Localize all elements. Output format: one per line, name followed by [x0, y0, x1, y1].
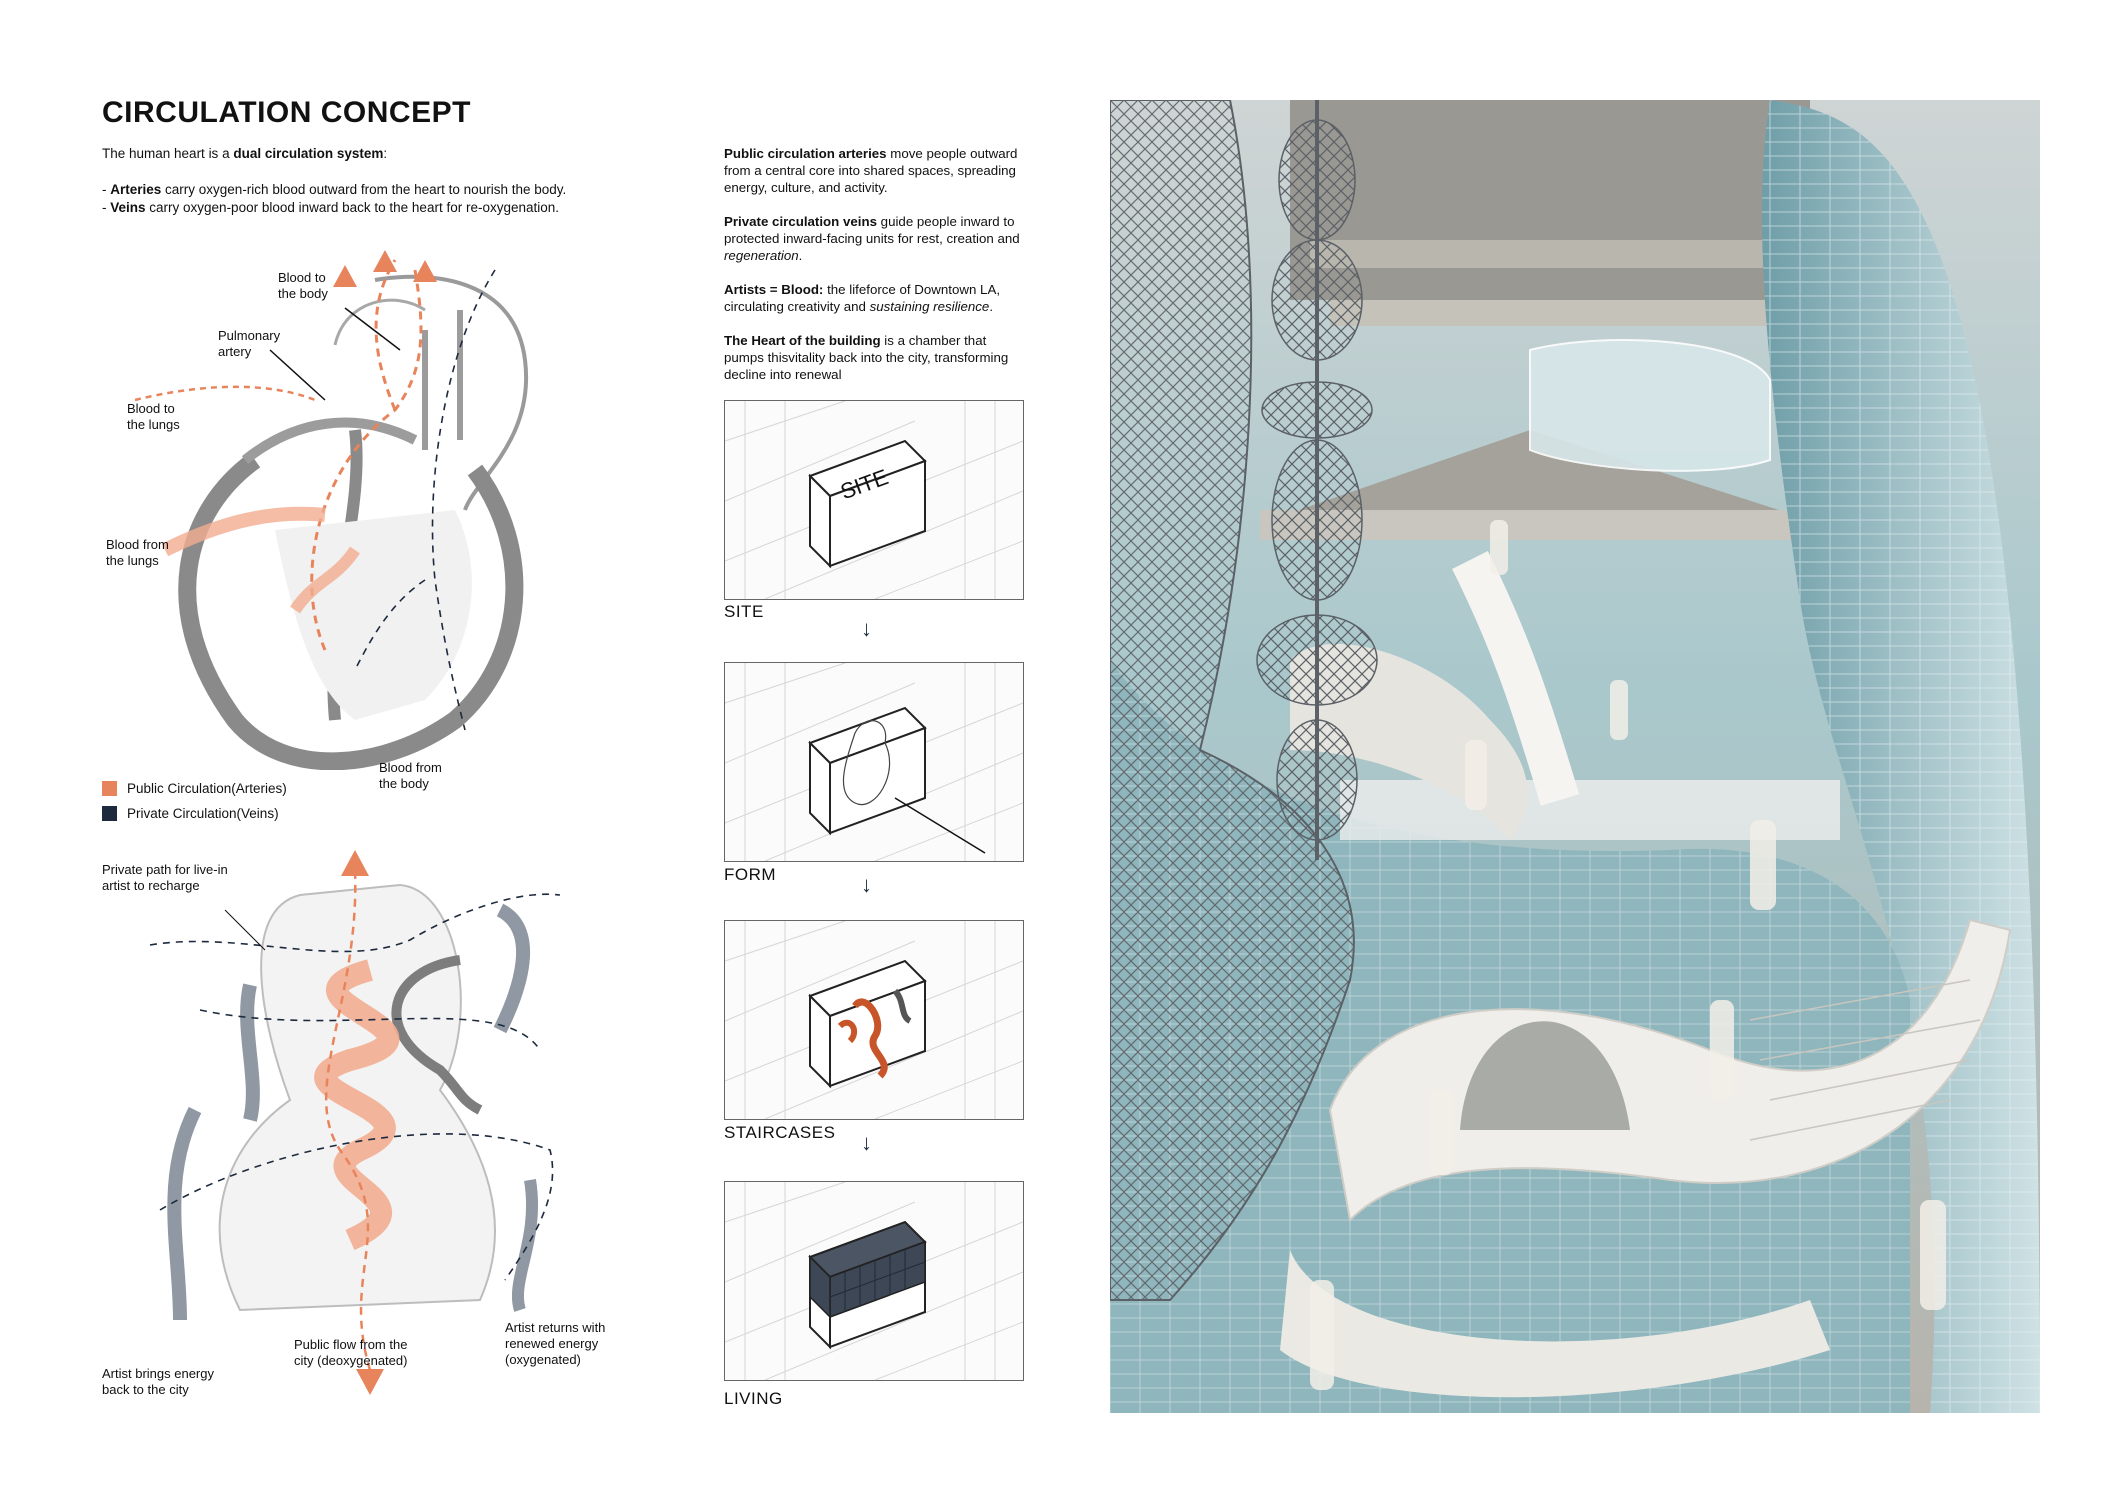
vein-flow-1	[431, 269, 496, 731]
label-blood-to-lungs: Blood to the lungs	[127, 401, 180, 432]
legend-swatch-veins	[102, 806, 117, 821]
arteries-line: - Arteries carry oxygen-rich blood outwa…	[102, 182, 567, 197]
public-flow-line	[325, 869, 372, 1371]
stage-label-site: SITE	[724, 602, 764, 621]
private-flow-top	[149, 893, 561, 953]
rendering-image	[1110, 100, 2040, 1413]
stair-public	[852, 998, 888, 1079]
leader-body	[344, 307, 401, 351]
veins-line: - Veins carry oxygen-poor blood inward b…	[102, 200, 560, 215]
form-axonometric	[725, 663, 1023, 861]
label-artist-brings: Artist brings energy back to the city	[102, 1366, 214, 1397]
interior-rendering	[1110, 100, 2040, 1413]
artery-flow-2	[374, 259, 397, 411]
form-void	[842, 720, 891, 806]
lung-flow	[134, 385, 316, 402]
artery-flow-1	[310, 269, 423, 651]
wall-left	[240, 983, 260, 1122]
stage-label-staircases: STAIRCASES	[724, 1123, 836, 1142]
leader-private-path	[224, 909, 266, 951]
stage-panel-staircases	[724, 920, 1024, 1120]
arrow-head-1	[373, 250, 397, 272]
site-axonometric: SITE	[725, 401, 1023, 599]
site-box-front	[829, 459, 926, 568]
leader-pulmonary	[269, 349, 326, 401]
intro-line: The human heart is a dual circulation sy…	[102, 146, 388, 161]
artery-band	[161, 506, 326, 557]
heart-hatch	[275, 510, 472, 720]
concept-heart: The Heart of the building is a chamber t…	[724, 333, 1009, 382]
atrium-wall	[241, 417, 418, 464]
aorta-outline	[333, 298, 426, 346]
wall-right-top	[493, 903, 530, 1034]
stage-label-form: FORM	[724, 865, 777, 884]
legend-item-arteries: Public Circulation(Arteries)	[102, 781, 287, 796]
page-title: CIRCULATION CONCEPT	[102, 96, 471, 129]
label-blood-from-lungs: Blood from the lungs	[106, 537, 169, 568]
artery-band-2	[290, 546, 360, 614]
arrow-down-icon: ↓	[861, 1130, 872, 1155]
private-flow-mid	[199, 1009, 541, 1051]
stage-panel-site: SITE	[724, 400, 1024, 600]
private-flow-low	[159, 1133, 554, 1281]
stage-panel-living	[724, 1181, 1024, 1381]
stair-private	[892, 988, 912, 1024]
arrow-head-2	[413, 260, 437, 282]
concept-artists: Artists = Blood: the lifeforce of Downto…	[724, 282, 1001, 314]
label-pulmonary-artery: Pulmonary artery	[218, 328, 281, 359]
arrow-down-icon: ↓	[861, 616, 872, 641]
arrow-head-3	[333, 265, 357, 287]
heart-wall	[178, 452, 524, 770]
concept-text: Public circulation arteries move people …	[724, 145, 1024, 400]
wall-right-low	[511, 1179, 539, 1312]
concept-veins: Private circulation veins guide people i…	[724, 214, 1020, 263]
concept-arteries: Public circulation arteries move people …	[724, 146, 1018, 195]
stage-label-living: LIVING	[724, 1389, 783, 1408]
legend-item-veins: Private Circulation(Veins)	[102, 806, 287, 821]
heart-outline-right	[374, 274, 529, 511]
building-circulation-diagram	[149, 850, 561, 1395]
label-blood-from-body: Blood from the body	[379, 760, 442, 791]
label-private-path: Private path for live-in artist to recha…	[102, 862, 228, 893]
wall-left-low	[167, 1106, 202, 1321]
intro-text: The human heart is a dual circulation sy…	[102, 145, 722, 217]
heart-diagram	[134, 250, 529, 770]
legend-swatch-arteries	[102, 781, 117, 796]
label-blood-to-body: Blood to the body	[278, 270, 328, 301]
legend: Public Circulation(Arteries) Private Cir…	[102, 781, 287, 821]
vein-flow-2	[354, 579, 426, 671]
living-axonometric	[725, 1182, 1023, 1380]
label-public-flow: Public flow from the city (deoxygenated)	[294, 1337, 408, 1368]
arrow-down-icon: ↓	[861, 872, 872, 897]
vessel-lines	[422, 310, 463, 450]
stage-panel-form	[724, 662, 1024, 862]
public-arrow-top	[341, 850, 369, 876]
form-pointer-line	[894, 797, 986, 854]
public-arrow-bottom	[356, 1369, 384, 1395]
staircases-axonometric	[725, 921, 1023, 1119]
label-artist-returns: Artist returns with renewed energy (oxyg…	[505, 1320, 606, 1367]
private-stair	[391, 955, 483, 1115]
